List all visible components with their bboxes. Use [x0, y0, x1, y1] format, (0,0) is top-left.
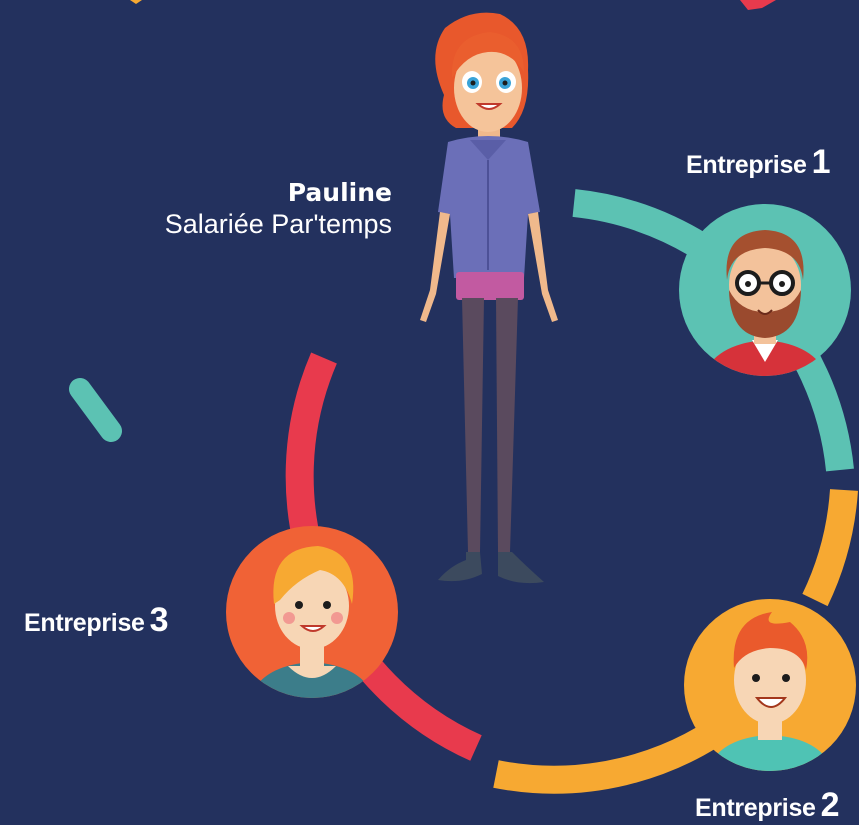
company-2-number: 2: [820, 786, 840, 824]
company-1-avatar: [679, 204, 851, 376]
person-role: Salariée Par'temps: [164, 209, 392, 239]
confetti-teal: [69, 378, 122, 442]
company-1-word: Entreprise: [686, 151, 807, 179]
company-3-number: 3: [149, 601, 169, 639]
confetti-top-right: [740, 0, 776, 10]
arc-orange-right: [802, 488, 858, 607]
company-1-number: 1: [811, 143, 831, 181]
company-2-word: Entreprise: [695, 794, 816, 822]
pauline-figure: [420, 12, 558, 584]
person-name: Pauline: [287, 178, 392, 207]
company-2-avatar: [684, 599, 856, 771]
company-3-word: Entreprise: [24, 609, 145, 637]
confetti-top-left: [130, 0, 142, 4]
